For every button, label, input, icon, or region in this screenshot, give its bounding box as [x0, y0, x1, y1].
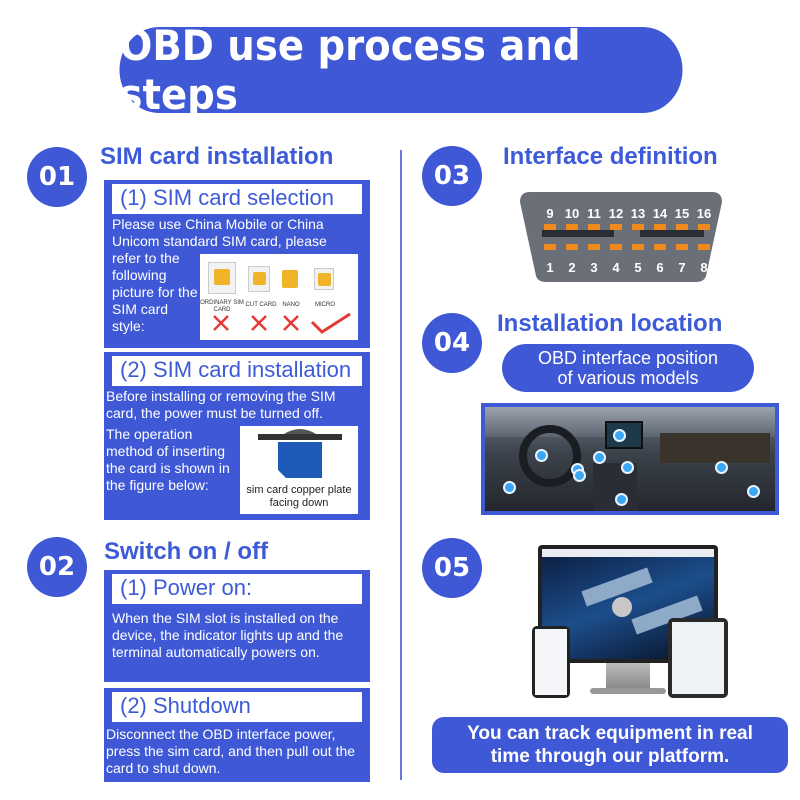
step-01-title: SIM card installation [100, 143, 334, 170]
sim-types-picture: ORDINARY SIM CARD CUT CARD NANO MICRO [200, 254, 358, 340]
power-on-box: (1) Power on: When the SIM slot is insta… [104, 570, 370, 682]
pin-label: 1 [546, 260, 554, 275]
pin-label: 5 [634, 260, 642, 275]
center-divider [400, 150, 402, 780]
pin-label: 9 [546, 206, 554, 221]
step-02-badge: 02 [27, 537, 87, 597]
satellite-icon [612, 597, 632, 617]
shutdown-box: (2) Shutdown Disconnect the OBD interfac… [104, 688, 370, 782]
sim-insert-caption: sim card copper plate facing down [246, 484, 352, 509]
obd-connector-diagram: 9 10 11 12 13 14 15 16 1 2 3 4 5 6 7 8 [516, 186, 726, 286]
sim-installation-text-a: Before installing or removing the SIM ca… [106, 388, 336, 421]
steering-wheel-icon [519, 425, 581, 487]
power-on-text: When the SIM slot is installed on the de… [112, 610, 344, 660]
obd-top-pin-labels: 9 10 11 12 13 14 15 16 [540, 206, 714, 221]
pin-label: 13 [630, 206, 646, 221]
ordinary-sim-icon [208, 262, 236, 294]
sim-type-label: CUT CARD [245, 302, 277, 308]
monitor-base [590, 688, 666, 694]
sim-selection-text-a: Please use China Mobile or China Unicom … [112, 216, 327, 249]
step-02-title: Switch on / off [104, 538, 268, 565]
location-marker [613, 429, 626, 442]
pin-label: 3 [590, 260, 598, 275]
location-marker [715, 461, 728, 474]
monitor-stand [606, 663, 650, 689]
pin-label: 6 [656, 260, 664, 275]
cross-icon [213, 315, 229, 331]
obd-bottom-pin-labels: 1 2 3 4 5 6 7 8 [540, 260, 714, 275]
pin-label: 11 [587, 206, 601, 221]
pin-label: 2 [568, 260, 576, 275]
phone-icon [532, 626, 570, 698]
page-title: OBD use process and steps [119, 21, 683, 119]
obd-position-line1: OBD interface position [537, 348, 719, 368]
sim-type-label: MICRO [315, 302, 335, 308]
car-interior-photo-frame [481, 403, 779, 515]
pin-label: 4 [612, 260, 620, 275]
location-marker [615, 493, 628, 506]
location-marker [573, 469, 586, 482]
sim-installation-box: (2) SIM card installation Before install… [104, 352, 370, 520]
pin-label: 8 [700, 260, 708, 275]
platform-footer-banner: You can track equipment in real time thr… [432, 717, 788, 773]
step-03-title: Interface definition [503, 143, 718, 170]
sim-installation-text-b: The operation method of inserting the ca… [106, 426, 230, 493]
obd-top-pins [544, 224, 710, 230]
sim-installation-heading: (2) SIM card installation [112, 356, 362, 386]
tablet-screen [672, 622, 724, 694]
nano-sim-icon [282, 270, 298, 288]
cross-icon [283, 315, 299, 331]
obd-bottom-pins [544, 244, 710, 250]
location-marker [535, 449, 548, 462]
pin-label: 10 [564, 206, 580, 221]
sim-selection-heading: (1) SIM card selection [112, 184, 362, 214]
location-marker [503, 481, 516, 494]
sim-selection-box: (1) SIM card selection Please use China … [104, 180, 370, 348]
location-marker [621, 461, 634, 474]
location-marker [747, 485, 760, 498]
cut-sim-icon [248, 266, 270, 292]
location-marker [593, 451, 606, 464]
tablet-icon [668, 618, 728, 698]
sim-check-marks [213, 312, 351, 334]
obd-position-line2: of various models [557, 368, 699, 388]
pin-label: 15 [674, 206, 690, 221]
obd-position-pill: OBD interface position of various models [502, 344, 754, 392]
sim-type-label: ORDINARY SIM CARD [200, 300, 244, 313]
obd-connector-icon [520, 192, 722, 282]
dashboard-trim [660, 433, 770, 463]
micro-sim-icon [314, 268, 334, 290]
step-04-title: Installation location [497, 310, 723, 337]
sim-type-label: NANO [282, 302, 300, 308]
sim-insert-figure: sim card copper plate facing down [240, 426, 358, 514]
car-interior-photo [485, 407, 775, 511]
step-04-badge: 04 [422, 313, 482, 373]
pin-label: 16 [696, 206, 712, 221]
step-03-badge: 03 [422, 146, 482, 206]
sim-insert-icon [258, 429, 342, 478]
pin-label: 12 [608, 206, 624, 221]
pin-label: 14 [652, 206, 668, 221]
sim-selection-text-b: refer to the following picture for the S… [112, 250, 198, 334]
cross-icon [251, 315, 267, 331]
step-05-badge: 05 [422, 538, 482, 598]
shutdown-heading: (2) Shutdown [112, 692, 362, 722]
step-01-badge: 01 [27, 147, 87, 207]
phone-screen [535, 629, 567, 695]
platform-devices-image [520, 540, 728, 700]
power-on-heading: (1) Power on: [112, 574, 362, 604]
shutdown-text: Disconnect the OBD interface power, pres… [106, 726, 356, 776]
pin-label: 7 [678, 260, 686, 275]
check-icon [310, 312, 351, 334]
